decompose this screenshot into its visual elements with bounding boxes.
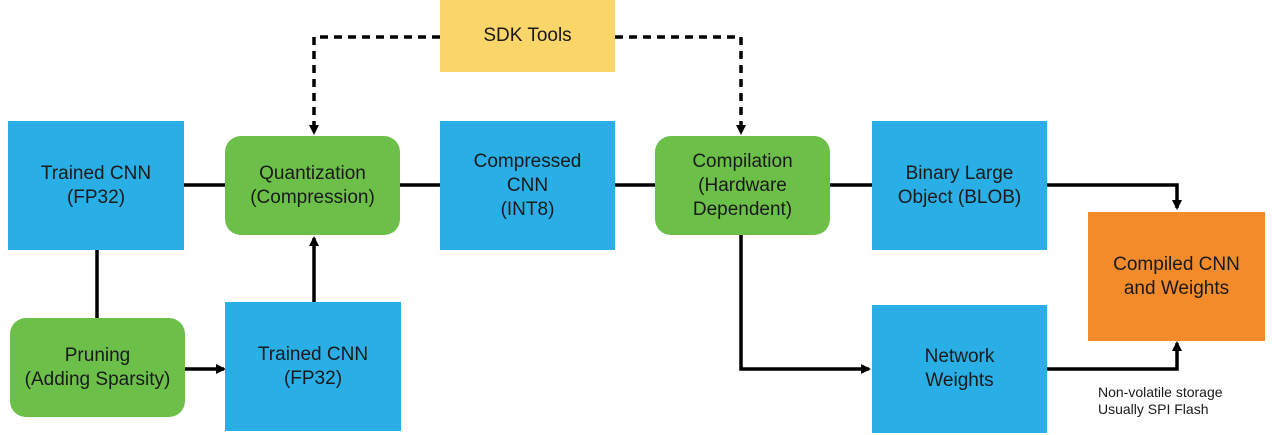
compilation-line1: Compilation [692, 150, 793, 172]
trained-cnn-bottom-line1: Trained CNN [257, 343, 369, 365]
weights-to-compiled-arrow [1047, 341, 1182, 371]
storage-note-line2: Usually SPI Flash [1098, 401, 1209, 417]
pruning-line1: Pruning [64, 344, 131, 366]
trained-cnn-bottom-box: Trained CNN (FP32) [225, 302, 401, 431]
blob-box: Binary Large Object (BLOB) [872, 121, 1047, 250]
compiled-cnn-line2: and Weights [1123, 277, 1230, 299]
pruning-line2: (Adding Sparsity) [24, 368, 171, 390]
sdk-to-quantization-dashed-arrow [309, 35, 440, 135]
network-weights-line1: Network [924, 346, 995, 367]
compilation-to-weights-arrow [739, 235, 871, 374]
storage-note: Non-volatile storage Usually SPI Flash [1098, 384, 1223, 418]
blob-line2: Object (BLOB) [897, 186, 1022, 208]
compilation-line2: (Hardware [698, 174, 787, 196]
sdk-tools-box: SDK Tools [440, 0, 615, 72]
blob-to-compiled-arrow [1047, 183, 1182, 210]
compiled-cnn-line1: Compiled CNN [1113, 253, 1240, 275]
quantization-line2: (Compression) [250, 186, 375, 208]
quantization-box: Quantization (Compression) [225, 136, 400, 235]
storage-note-line1: Non-volatile storage [1098, 384, 1223, 400]
pruning-box: Pruning (Adding Sparsity) [10, 318, 185, 417]
compilation-line3: Dependent) [692, 198, 793, 220]
compiled-cnn-box: Compiled CNN and Weights [1088, 212, 1265, 341]
network-weights-box: Network Weights [872, 305, 1047, 433]
trained-cnn-bottom-line2: (FP32) [283, 367, 343, 389]
sdk-tools-label: SDK Tools [483, 25, 572, 46]
compressed-cnn-line2: CNN [506, 174, 549, 196]
trained-cnn-top-line2: (FP32) [66, 186, 126, 208]
compressed-cnn-line3: (INT8) [500, 198, 555, 220]
compressed-cnn-box: Compressed CNN (INT8) [440, 121, 615, 250]
compilation-box: Compilation (Hardware Dependent) [655, 136, 830, 235]
blob-line1: Binary Large [905, 162, 1014, 184]
sdk-to-compilation-dashed-arrow [615, 35, 746, 135]
trained-cnn-top-box: Trained CNN (FP32) [8, 121, 184, 250]
quantization-line1: Quantization [259, 162, 366, 184]
trained-cnn-top-line1: Trained CNN [40, 162, 152, 184]
network-weights-line2: Weights [925, 370, 994, 391]
compressed-cnn-line1: Compressed [473, 150, 582, 172]
